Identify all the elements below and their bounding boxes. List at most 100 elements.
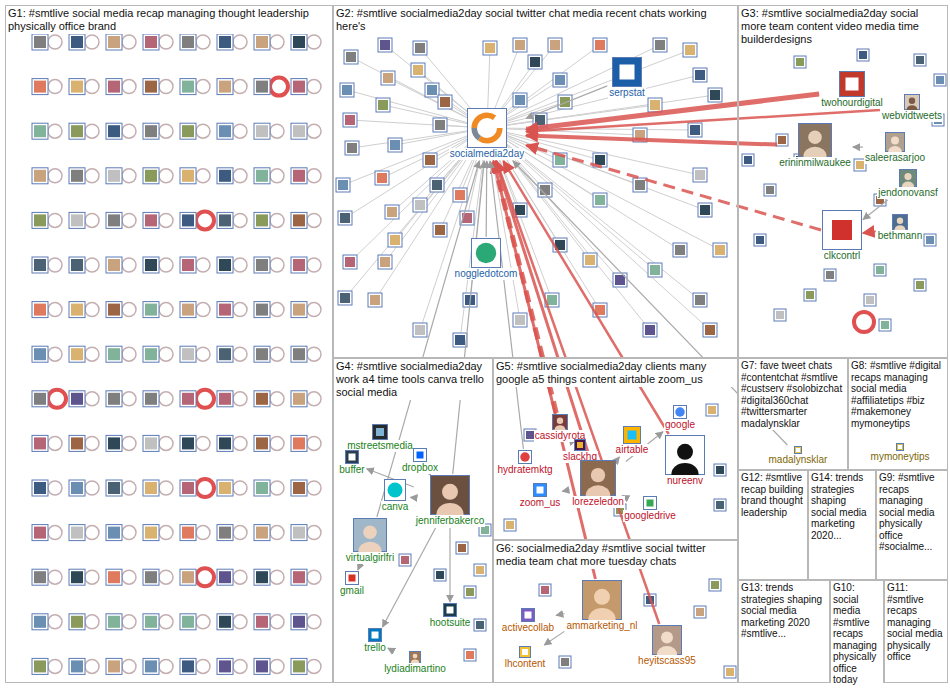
self-loop xyxy=(48,481,62,495)
avatar-frame xyxy=(633,178,647,192)
self-loop xyxy=(48,436,62,450)
avatar-frame xyxy=(688,123,702,137)
avatar-frame xyxy=(69,79,85,95)
vertex: activecollab xyxy=(501,608,555,634)
avatar-frame xyxy=(474,564,486,576)
avatar-image xyxy=(427,85,437,95)
avatar-image xyxy=(342,85,352,95)
avatar-image xyxy=(256,36,268,48)
connector xyxy=(526,86,607,118)
avatar-image xyxy=(293,393,305,405)
vertex: mymoneytips xyxy=(870,443,931,463)
avatar-image xyxy=(380,257,390,267)
self-loop xyxy=(196,211,214,229)
avatar-image xyxy=(182,81,194,93)
vertex-label: gmail xyxy=(339,585,365,597)
avatar-image xyxy=(466,651,474,659)
vertex: bethmann xyxy=(877,214,923,242)
avatar-image xyxy=(458,544,466,552)
avatar-image xyxy=(145,125,157,137)
vertex-label: mymoneytips xyxy=(870,451,931,463)
avatar-frame xyxy=(724,666,736,678)
avatar-frame xyxy=(703,323,717,337)
self-loop xyxy=(159,436,173,450)
vertex-icon xyxy=(899,169,917,187)
icon-frame xyxy=(823,211,862,250)
self-loop xyxy=(307,213,321,227)
avatar-image xyxy=(145,616,157,628)
avatar-image xyxy=(219,81,231,93)
avatar-image xyxy=(71,482,83,494)
vertex-label: clkcontrl xyxy=(823,250,862,262)
avatar-frame xyxy=(548,38,562,52)
self-loop xyxy=(122,258,136,272)
vertex-label: jendonovansf xyxy=(877,187,939,199)
avatar-frame xyxy=(553,73,567,87)
logo-mark xyxy=(628,431,637,440)
avatar-image xyxy=(108,214,120,226)
self-loop xyxy=(122,303,136,317)
self-loop xyxy=(159,481,173,495)
avatar-frame xyxy=(291,346,307,362)
vertex: webvidtweets xyxy=(881,94,943,122)
vertex-icon xyxy=(521,608,535,622)
vertex-label: hootsuite xyxy=(429,617,472,629)
avatar-frame xyxy=(32,79,48,95)
connector xyxy=(526,135,777,144)
avatar-frame xyxy=(143,123,159,139)
avatar-image xyxy=(856,161,864,169)
logo-ring xyxy=(474,115,500,141)
vertex-label: jenniferbakerco xyxy=(415,515,485,527)
avatar-frame xyxy=(217,346,233,362)
avatar-frame xyxy=(344,50,358,64)
avatar-frame xyxy=(106,79,122,95)
avatar-image xyxy=(345,115,355,125)
avatar-frame xyxy=(857,49,869,61)
avatar-frame xyxy=(385,205,399,219)
avatar-image xyxy=(650,100,660,110)
avatar-image xyxy=(881,321,889,329)
avatar-frame xyxy=(399,554,411,566)
connector xyxy=(526,94,819,129)
avatar-frame xyxy=(343,255,357,269)
avatar-image xyxy=(219,259,231,271)
self-loop xyxy=(307,570,321,584)
avatar-frame xyxy=(32,123,48,139)
avatar-image xyxy=(293,125,305,137)
self-loop xyxy=(159,124,173,138)
avatar-image xyxy=(34,81,46,93)
avatar-frame xyxy=(32,480,48,496)
self-loop xyxy=(159,570,173,584)
vertex-label: twohourdigital xyxy=(820,97,884,109)
logo-mark xyxy=(524,612,531,619)
icon-head xyxy=(442,484,458,500)
avatar-image xyxy=(515,315,525,325)
avatar-frame xyxy=(254,525,270,541)
avatar-frame xyxy=(776,134,788,146)
avatar-frame xyxy=(613,273,627,287)
self-loop xyxy=(270,392,284,406)
vertex-label: lydiadimartino xyxy=(383,663,447,675)
self-loop xyxy=(233,169,247,183)
avatar-frame xyxy=(180,212,196,228)
vertex: lydiadimartino xyxy=(383,651,447,675)
self-loop xyxy=(233,436,247,450)
avatar-frame xyxy=(336,178,350,192)
avatar-frame xyxy=(180,168,196,184)
avatar-image xyxy=(71,259,83,271)
group-box: G14: trends strategies shaping social me… xyxy=(808,470,876,580)
avatar-frame xyxy=(106,435,122,451)
logo-mark xyxy=(536,487,543,494)
self-loop xyxy=(270,526,284,540)
self-loop xyxy=(85,347,99,361)
avatar-frame xyxy=(69,123,85,139)
avatar-frame xyxy=(143,257,159,273)
self-loop xyxy=(122,213,136,227)
avatar-frame xyxy=(504,519,516,531)
avatar-frame xyxy=(180,34,196,50)
avatar-image xyxy=(293,437,305,449)
vertex-label: google xyxy=(664,419,696,431)
avatar-image xyxy=(34,214,46,226)
self-loop xyxy=(85,526,99,540)
avatar-frame xyxy=(453,333,467,347)
